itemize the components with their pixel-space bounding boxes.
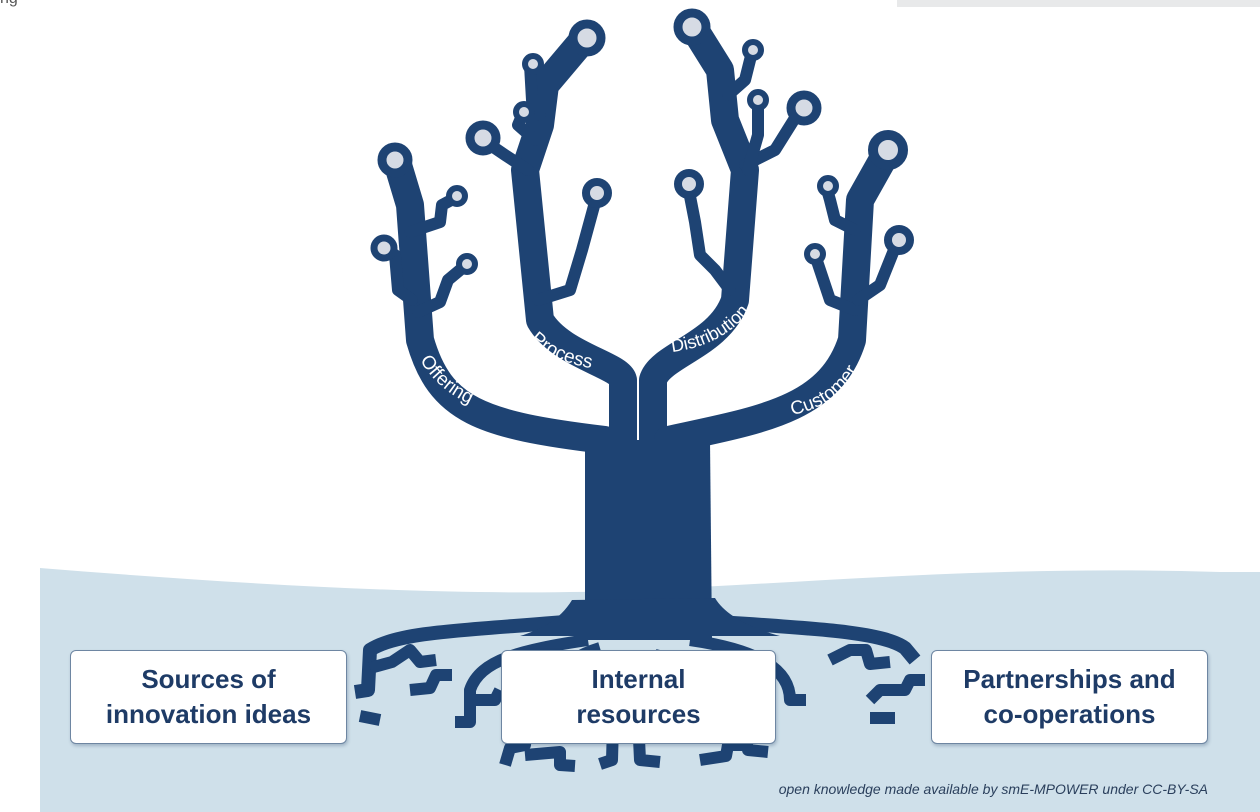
branch-structure bbox=[379, 16, 904, 640]
attribution-text: open knowledge made available by smE-MPO… bbox=[778, 781, 1208, 797]
cropped-header-text: ng bbox=[0, 0, 18, 8]
root-label-partnerships: Partnerships and co-operations bbox=[963, 663, 1176, 729]
root-box-internal: Internal resources bbox=[501, 650, 776, 744]
branch-nodes bbox=[370, 8, 914, 275]
top-gray-strip bbox=[897, 0, 1260, 7]
root-label-internal: Internal resources bbox=[576, 663, 701, 729]
root-box-sources: Sources of innovation ideas bbox=[70, 650, 347, 744]
root-label-sources: Sources of innovation ideas bbox=[105, 663, 312, 729]
root-box-partnerships: Partnerships and co-operations bbox=[931, 650, 1208, 744]
